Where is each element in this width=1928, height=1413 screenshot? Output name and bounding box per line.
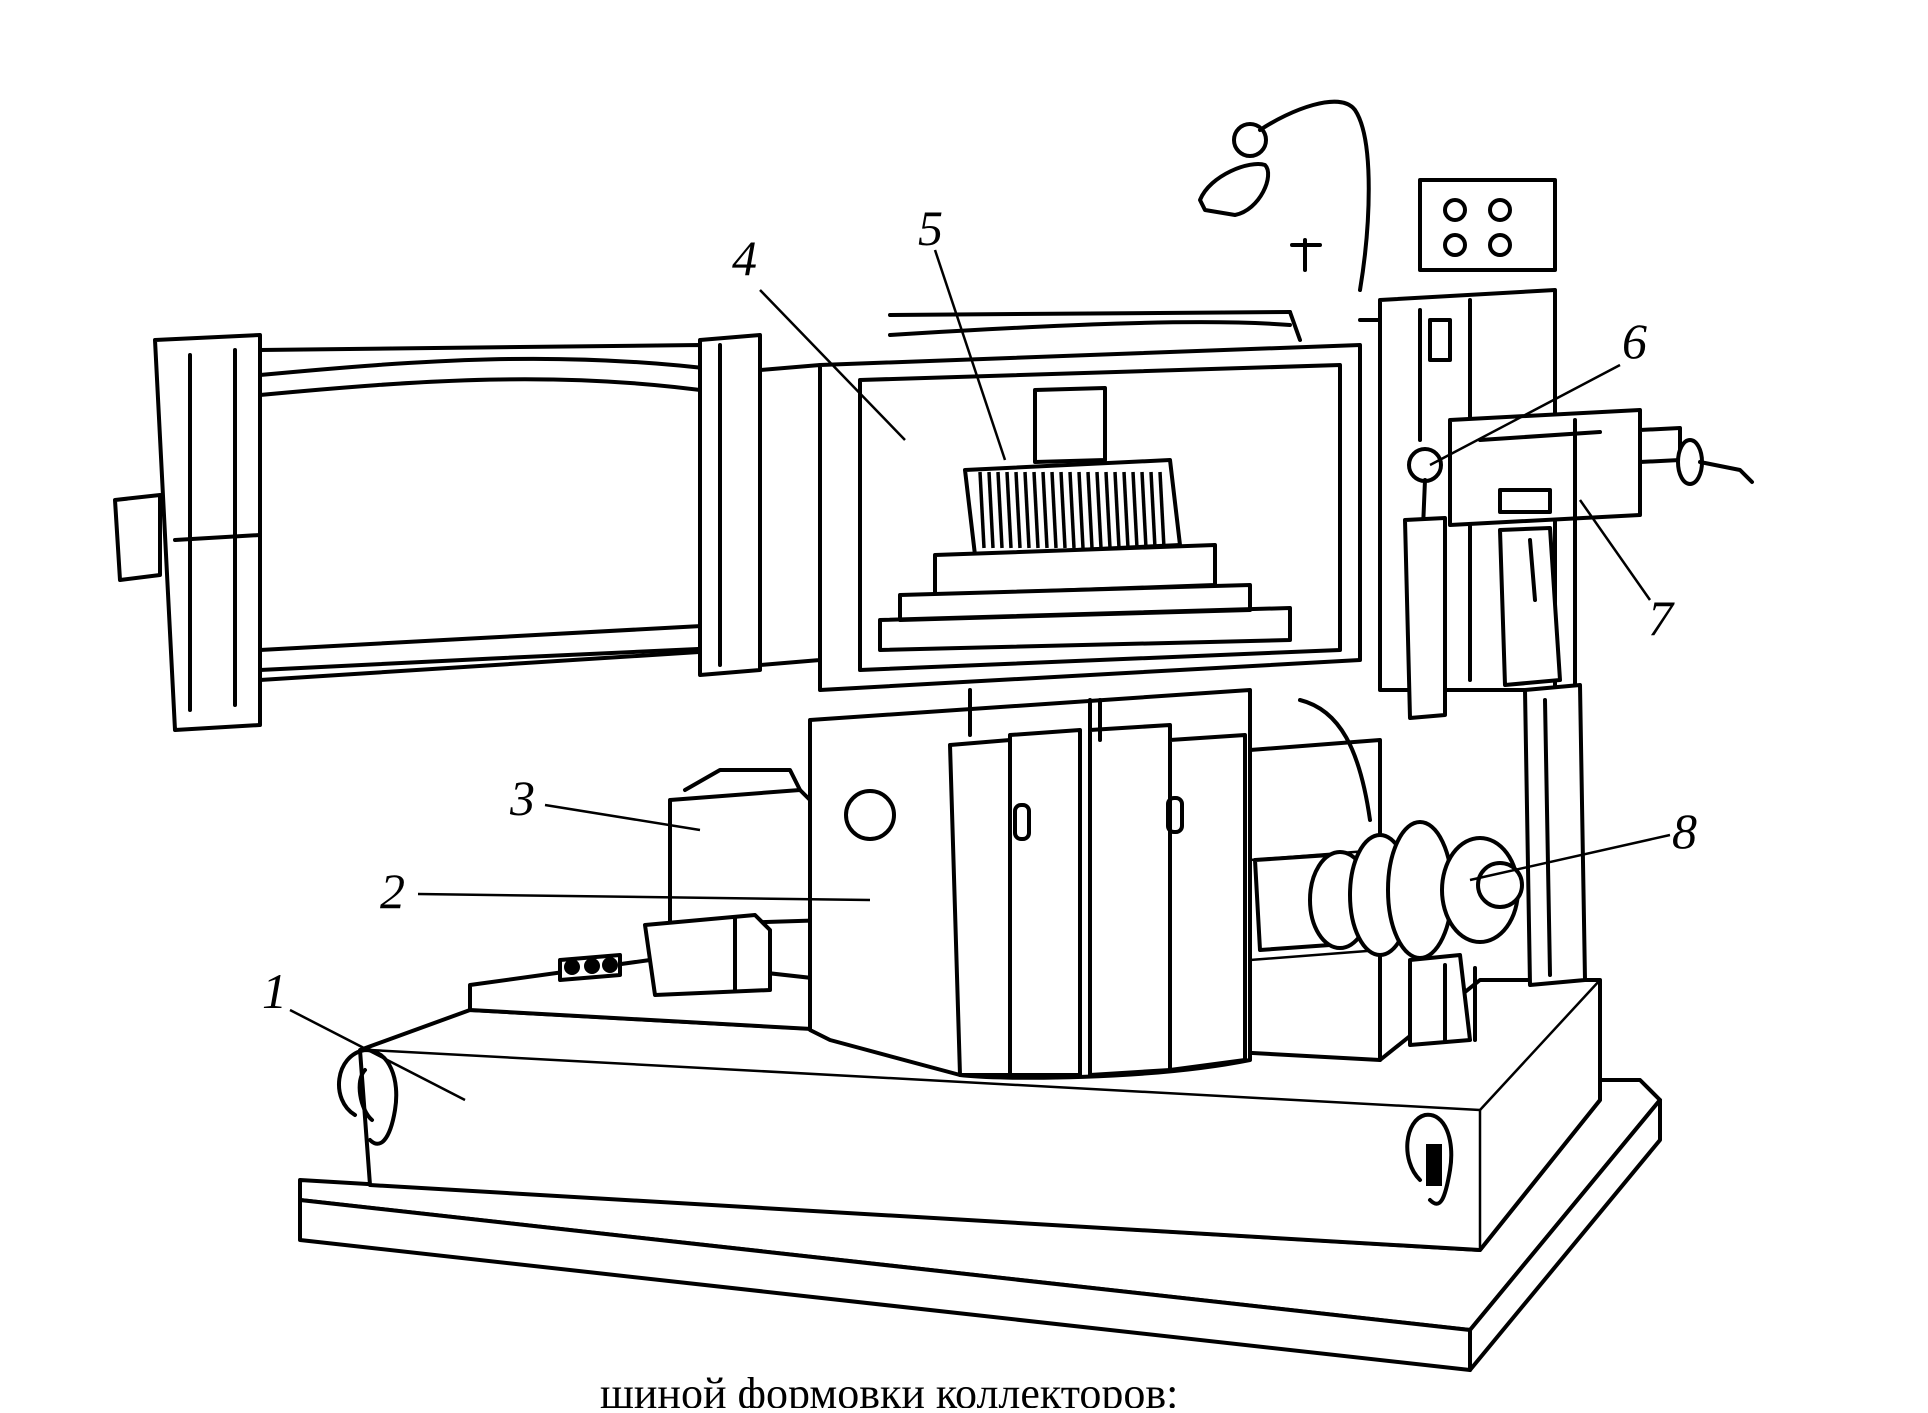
- callout-6: 6: [1622, 313, 1647, 369]
- commutator-bar: [1050, 471, 1058, 549]
- callout-7: 7: [1648, 590, 1675, 646]
- cylinder-arm: [113, 333, 822, 732]
- commutator-bars: [978, 471, 1166, 549]
- figure-caption: шиной формовки коллекторов:: [600, 1372, 1179, 1408]
- commutator-bar: [1104, 471, 1112, 549]
- commutator-bar: [1149, 471, 1157, 549]
- commutator-bar: [1059, 471, 1067, 549]
- commutator-bar: [1095, 471, 1103, 549]
- lamp: [1198, 99, 1371, 292]
- callout-1: 1: [262, 963, 287, 1019]
- commutator-bar: [1131, 471, 1139, 549]
- commutator-bar: [1068, 471, 1076, 549]
- guide-column: [1523, 683, 1587, 987]
- motor: [558, 768, 832, 997]
- commutator-bar: [1122, 471, 1130, 549]
- commutator-bar: [1041, 471, 1049, 549]
- commutator-bar: [1140, 471, 1148, 549]
- commutator-bar: [1014, 471, 1022, 549]
- right-handle: [1405, 1112, 1454, 1206]
- lever: [1403, 447, 1447, 720]
- spindle-unit: [1253, 698, 1524, 1047]
- commutator-bar: [978, 471, 986, 549]
- callout-5: 5: [918, 200, 943, 256]
- commutator-bar: [1023, 471, 1031, 549]
- commutator-bar: [987, 471, 995, 549]
- commutator-bar: [1086, 471, 1094, 549]
- commutator-bar: [1077, 471, 1085, 549]
- callout-labels: 1 2 3 4 5 6 7 8: [262, 200, 1697, 1019]
- callout-8: 8: [1672, 803, 1697, 859]
- callout-3: 3: [509, 770, 535, 826]
- commutator-bar: [1113, 471, 1121, 549]
- bed: [808, 688, 1382, 1080]
- callout-2: 2: [380, 863, 405, 919]
- callout-4: 4: [732, 230, 757, 286]
- commutator-bar: [1032, 471, 1040, 549]
- commutator-bar: [996, 471, 1004, 549]
- commutator-bar: [1158, 471, 1166, 549]
- leader-lines: [289, 249, 1671, 1102]
- handwheel-assembly: [1448, 408, 1754, 702]
- commutator: [878, 386, 1292, 652]
- commutator-bar: [1005, 471, 1013, 549]
